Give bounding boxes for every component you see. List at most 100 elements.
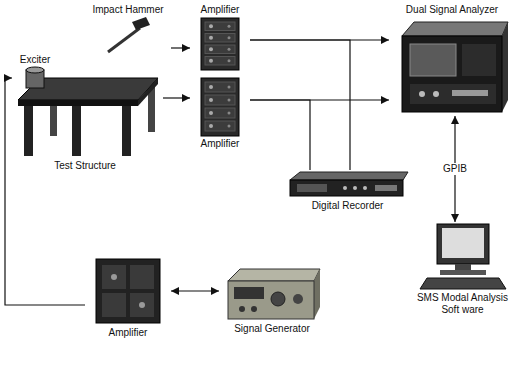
test-structure: Test Structure Exciter	[7, 48, 163, 172]
picture-part	[462, 44, 496, 76]
picture-part	[138, 78, 158, 106]
digital-recorder-picture	[285, 170, 410, 200]
amplifier-picture	[193, 76, 247, 138]
picture-part	[205, 121, 235, 131]
digital-recorder: Digital Recorder	[282, 170, 413, 212]
picture-part	[228, 86, 231, 89]
picture-part	[228, 125, 231, 128]
picture-part	[72, 106, 81, 156]
amplifier: Amplifier	[85, 255, 171, 339]
picture-part	[209, 111, 213, 115]
signal-cable	[250, 100, 310, 170]
picture-part	[228, 59, 231, 62]
picture-part	[402, 22, 508, 36]
picture-part	[26, 67, 44, 73]
picture-part	[437, 224, 489, 264]
picture-part	[130, 265, 154, 289]
picture-part	[228, 48, 231, 51]
picture-part	[209, 36, 213, 40]
picture-part	[228, 269, 320, 281]
picture-part	[442, 228, 484, 258]
dual-signal-analyzer: Dual Signal Analyzer	[389, 4, 515, 116]
picture-part	[205, 57, 235, 66]
picture-part	[420, 278, 506, 289]
picture-part	[228, 99, 231, 102]
picture-part	[228, 281, 314, 319]
picture-part	[402, 36, 502, 112]
impact-hammer: Impact Hammer	[85, 4, 171, 56]
picture-part	[228, 112, 231, 115]
picture-part	[251, 306, 257, 312]
picture-part	[228, 36, 231, 39]
picture-part	[201, 18, 239, 70]
picture-part	[419, 91, 425, 97]
amplifier: Amplifier	[190, 76, 250, 150]
picture-part	[353, 186, 357, 190]
picture-part	[239, 306, 245, 312]
computer: SMS Modal Analysis Soft ware	[410, 222, 515, 316]
picture-part	[96, 259, 160, 323]
amplifier: Amplifier	[190, 4, 250, 72]
device-label: Exciter	[12, 54, 58, 66]
picture-part	[433, 91, 439, 97]
amplifier-picture	[193, 16, 247, 72]
signal-cable	[5, 78, 85, 305]
picture-part	[205, 22, 235, 31]
device-label: Test Structure	[7, 160, 163, 172]
signal-cable	[250, 40, 350, 170]
signal-generator: Signal Generator	[219, 265, 325, 335]
picture-part	[271, 292, 285, 306]
picture-part	[363, 186, 367, 190]
picture-part	[297, 184, 327, 192]
device-label: SMS Modal Analysis Soft ware	[410, 292, 515, 316]
picture-part	[108, 28, 140, 52]
exciter: Exciter	[12, 54, 58, 90]
signal-cable	[163, 97, 190, 98]
device-label: Amplifier	[190, 138, 250, 150]
picture-part	[209, 47, 213, 51]
picture-part	[205, 45, 235, 54]
picture-part	[343, 186, 347, 190]
picture-part	[205, 108, 235, 118]
picture-part	[205, 34, 235, 43]
exciter-picture	[15, 66, 55, 90]
picture-part	[293, 294, 303, 304]
picture-part	[410, 84, 496, 104]
picture-part	[440, 270, 486, 275]
picture-part	[290, 172, 408, 180]
picture-part	[205, 82, 235, 92]
picture-part	[24, 106, 33, 156]
picture-part	[209, 59, 213, 63]
picture-part	[209, 85, 213, 89]
picture-part	[209, 124, 213, 128]
picture-part	[132, 17, 150, 30]
signal-cable	[171, 47, 190, 48]
picture-part	[314, 269, 320, 319]
amplifier-picture	[88, 255, 168, 327]
picture-part	[18, 100, 138, 106]
impact-hammer-picture	[88, 16, 168, 56]
picture-part	[228, 25, 231, 28]
device-label: Dual Signal Analyzer	[389, 4, 515, 16]
picture-part	[455, 264, 471, 270]
picture-part	[201, 78, 239, 136]
device-label: Signal Generator	[219, 323, 325, 335]
picture-part	[111, 274, 117, 280]
dual-signal-analyzer-picture	[392, 16, 512, 116]
bus-label: GPIB	[441, 163, 469, 175]
picture-part	[290, 180, 403, 196]
picture-part	[410, 44, 456, 76]
picture-part	[502, 22, 508, 112]
picture-part	[205, 95, 235, 105]
picture-part	[209, 24, 213, 28]
signal-cable	[171, 290, 219, 291]
picture-part	[130, 293, 154, 317]
device-label: Digital Recorder	[282, 200, 413, 212]
device-label: Impact Hammer	[85, 4, 171, 16]
computer-picture	[410, 222, 515, 292]
picture-part	[122, 106, 131, 156]
picture-part	[452, 90, 488, 96]
